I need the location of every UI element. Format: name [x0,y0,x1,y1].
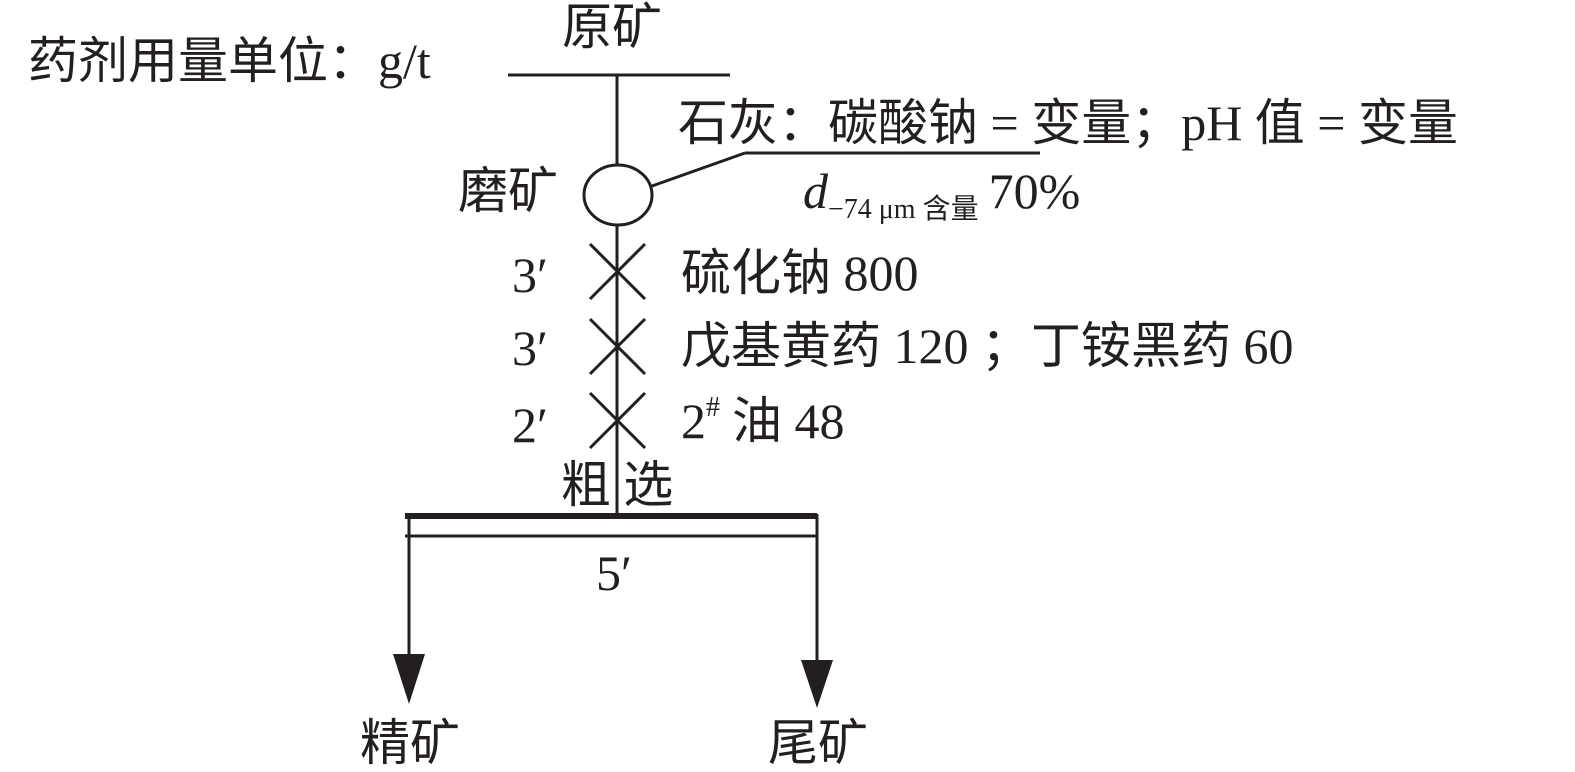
reagent-2-oil-sup: # [706,392,720,423]
conditioning-reagents-3: 2# 油 48 [681,392,845,449]
conditioning-time-1: 3′ [512,247,548,303]
rougher-time: 5′ [596,545,632,601]
grinding-mill-symbol [582,163,654,227]
raw-ore-label: 原矿 [562,0,662,55]
conditioning-reagents-2: 戊基黄药 120 ；丁铵黑药 60 [681,318,1294,374]
stir-cross-1b [588,242,647,301]
conditioning-stage-1: 3′ 硫化钠 800 [512,242,919,303]
concentrate-arrowhead [393,654,425,704]
conditioning-time-2: 3′ [512,320,548,376]
grinding-label: 磨矿 [458,163,558,219]
stir-cross-2b [588,317,647,376]
conditioning-stage-2: 3′ 戊基黄药 120 ；丁铵黑药 60 [512,317,1294,376]
dosage-unit-note: 药剂用量单位：g/t [28,33,431,89]
tailings-arrowhead [801,660,833,708]
tailings-label: 尾矿 [768,715,868,771]
conditioning-reagents-1: 硫化钠 800 [681,245,919,301]
fineness-symbol: d [803,163,829,219]
stir-cross-3b [588,391,647,450]
fineness-subscript: −74 μm 含量 [828,193,979,225]
reagent-2-oil-rest: 油 48 [732,393,845,449]
conditioning-stage-3: 2′ 2# 油 48 [512,391,845,453]
concentrate-label: 精矿 [360,715,460,771]
grinding-leader-line [651,151,746,188]
fineness-value: 70% [989,163,1081,219]
grinding-fineness: d−74 μm 含量 70% [803,163,1080,225]
rougher-label: 粗 选 [561,457,674,513]
grinding-reagents-label: 石灰：碳酸钠 = 变量；pH 值 = 变量 [678,95,1458,151]
conditioning-time-3: 2′ [512,397,548,453]
reagent-2-oil-number: 2 [681,393,706,449]
